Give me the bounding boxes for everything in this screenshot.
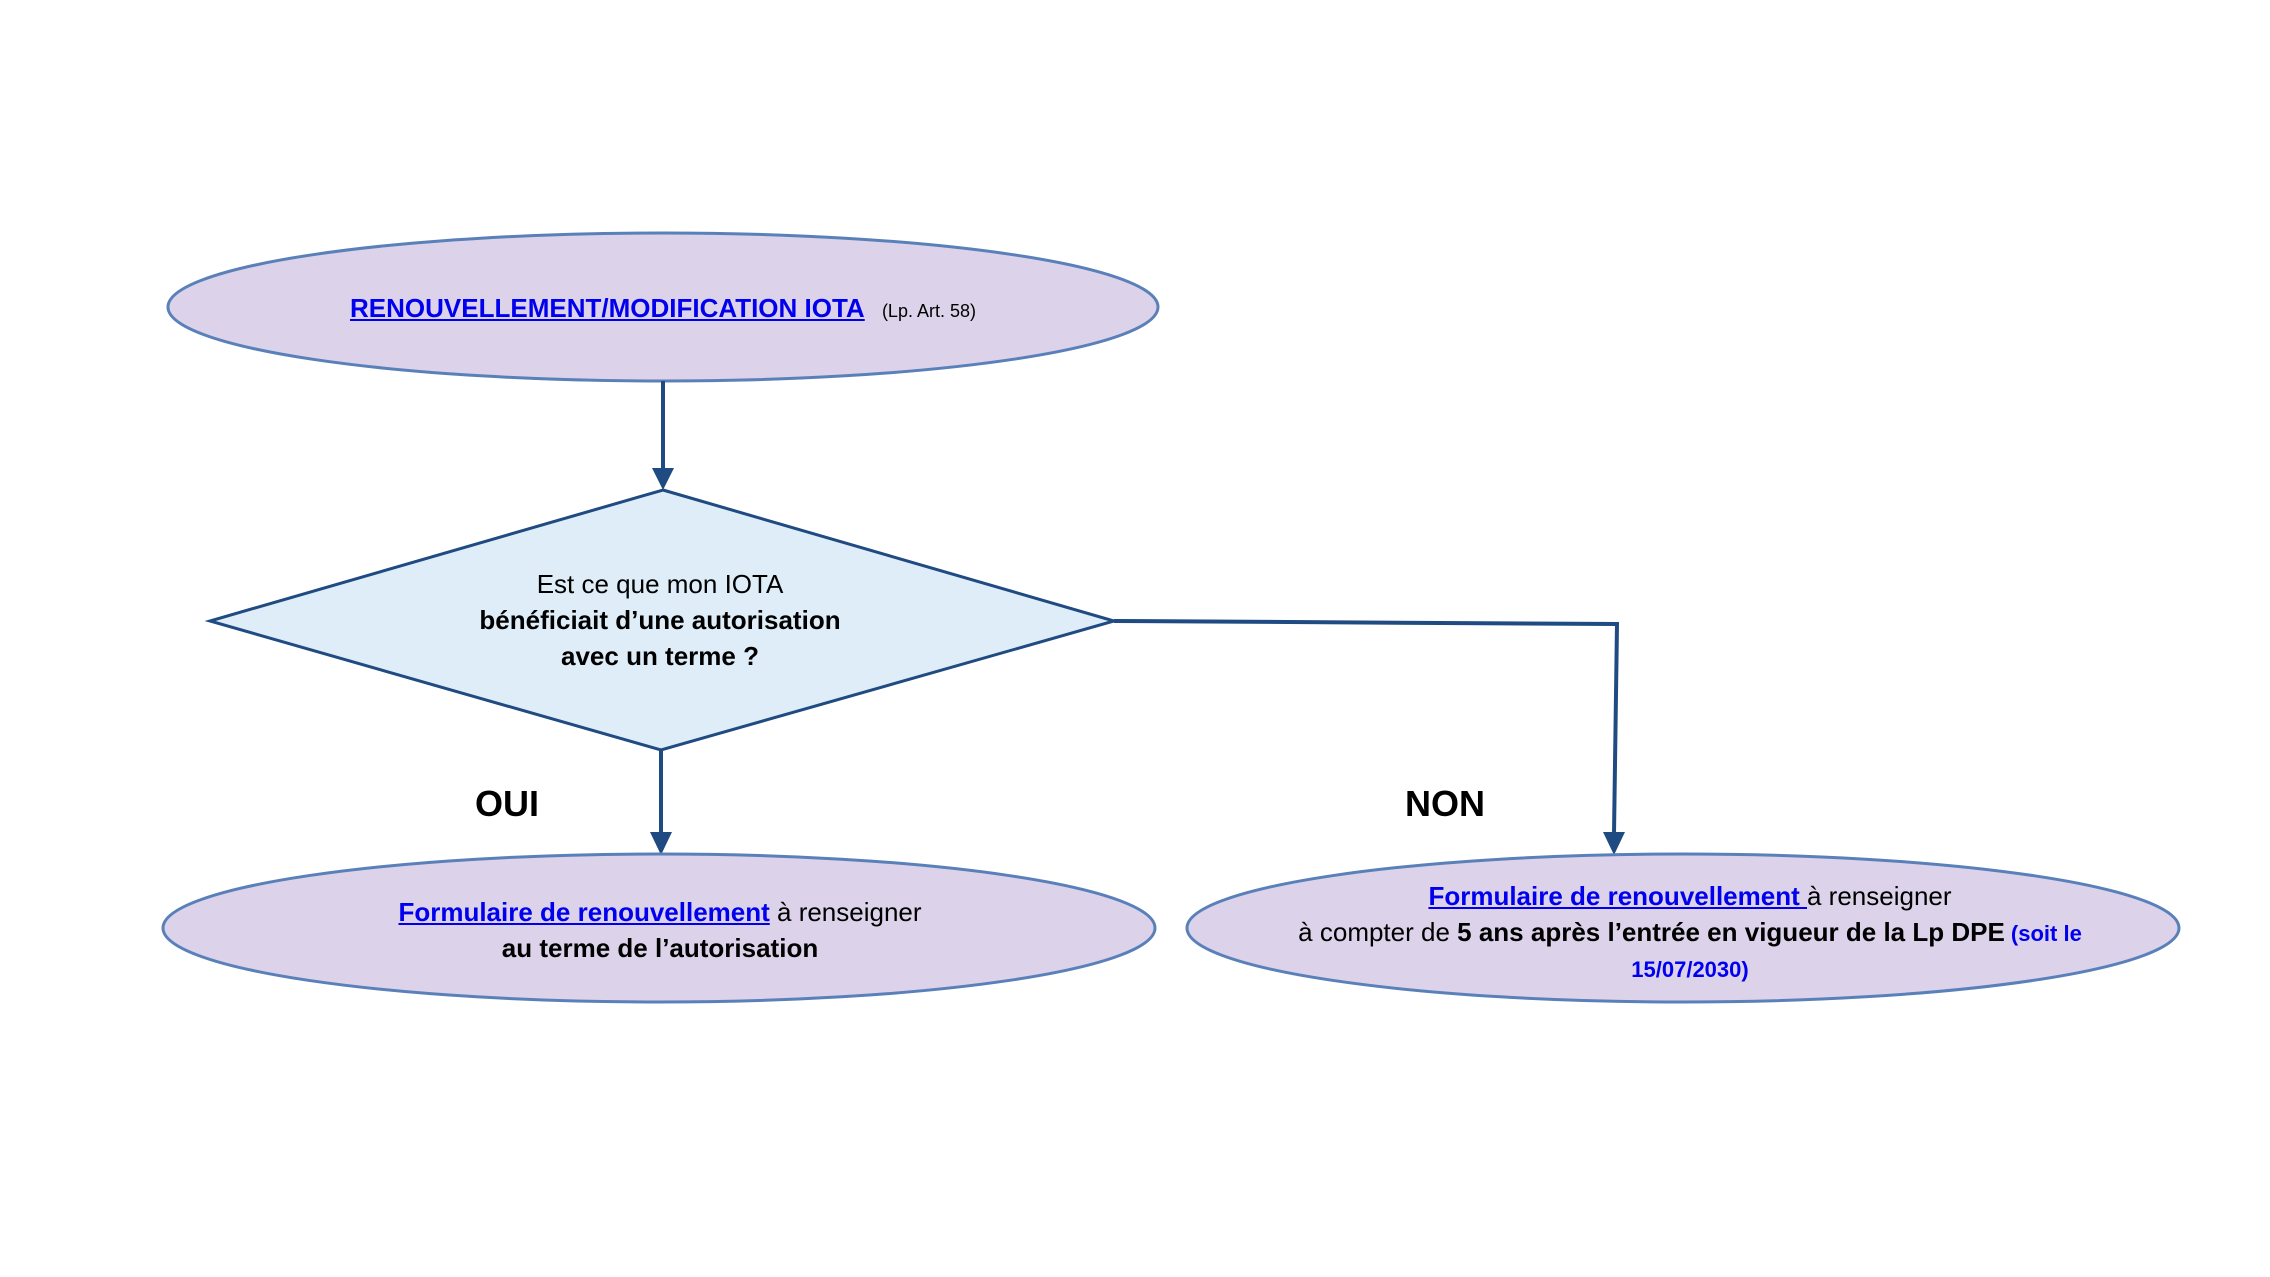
formulaire-renouvellement-link-no[interactable]: Formulaire de renouvellement bbox=[1428, 881, 1807, 911]
arrow-decision-to-no bbox=[1113, 619, 1620, 835]
result-yes-ellipse bbox=[161, 852, 1157, 1004]
arrowhead-decision-to-no bbox=[1603, 832, 1625, 855]
result-no-deadline: 5 ans après l’entrée en vigueur de la Lp… bbox=[1457, 917, 2005, 947]
result-no-date-part1: (soit le bbox=[2004, 921, 2082, 946]
result-yes-line-2: au terme de l’autorisation bbox=[501, 933, 819, 963]
branch-label-no: NON bbox=[1405, 783, 1485, 824]
result-no-line-2: à compter de 5 ans après l’entrée en vig… bbox=[1215, 914, 2165, 952]
result-no-text: Formulaire de renouvellement à renseigne… bbox=[1215, 878, 2165, 988]
result-yes-after-link: à renseigner bbox=[769, 897, 922, 927]
reference-label: (Lp. Art. 58) bbox=[881, 301, 976, 321]
branch-label-yes: OUI bbox=[475, 783, 540, 824]
result-yes-text: Formulaire de renouvellement à renseigne… bbox=[230, 894, 1090, 966]
decision-line-1: Est ce que mon IOTA bbox=[536, 569, 784, 599]
arrowhead-decision-to-yes bbox=[650, 832, 672, 855]
renouvellement-modification-link[interactable]: RENOUVELLEMENT/MODIFICATION IOTA bbox=[350, 293, 865, 323]
decision-question: Est ce que mon IOTA bénéficiait d’une au… bbox=[390, 566, 930, 674]
decision-line-3: avec un terme ? bbox=[561, 641, 759, 671]
result-no-after-link: à renseigner bbox=[1807, 881, 1952, 911]
result-no-prefix: à compter de bbox=[1298, 917, 1458, 947]
decision-line-2: bénéficiait d’une autorisation bbox=[479, 605, 841, 635]
result-yes-line-1: Formulaire de renouvellement à renseigne… bbox=[230, 894, 1090, 930]
arrowhead-start-to-decision bbox=[652, 468, 674, 490]
start-label: RENOUVELLEMENT/MODIFICATION IOTA (Lp. Ar… bbox=[230, 290, 1096, 329]
formulaire-renouvellement-link-yes[interactable]: Formulaire de renouvellement bbox=[398, 897, 770, 927]
result-no-date-part2: 15/07/2030) bbox=[1631, 957, 1749, 982]
result-no-line-1: Formulaire de renouvellement à renseigne… bbox=[1215, 878, 2165, 914]
result-no-ellipse bbox=[1185, 852, 2181, 1004]
